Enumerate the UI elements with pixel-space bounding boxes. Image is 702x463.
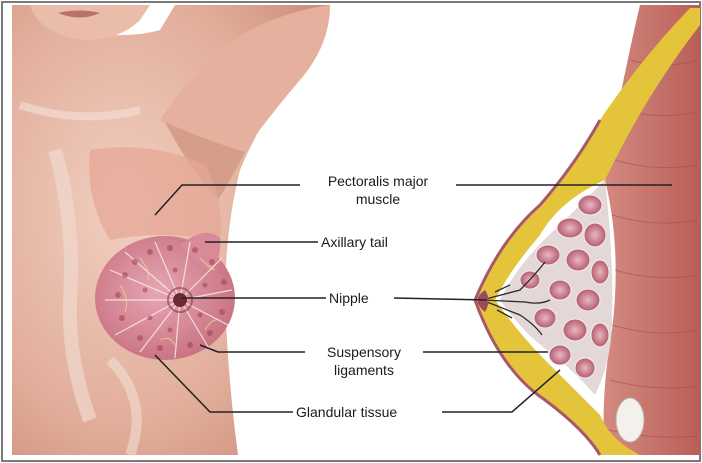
label-axillary-tail: Axillary tail — [318, 233, 391, 251]
label-suspensory-ligaments: Suspensory ligaments — [305, 343, 423, 379]
label-nipple: Nipple — [326, 289, 372, 307]
label-pectoralis-line2: muscle — [303, 190, 453, 208]
label-glandular-tissue: Glandular tissue — [293, 403, 400, 421]
label-suspensory-line1: Suspensory — [308, 343, 420, 361]
label-pectoralis-line1: Pectoralis major — [303, 172, 453, 190]
nipple — [173, 293, 187, 307]
rib-cross-section — [616, 398, 644, 442]
label-suspensory-line2: ligaments — [308, 361, 420, 379]
label-pectoralis-major-muscle: Pectoralis major muscle — [300, 172, 456, 208]
